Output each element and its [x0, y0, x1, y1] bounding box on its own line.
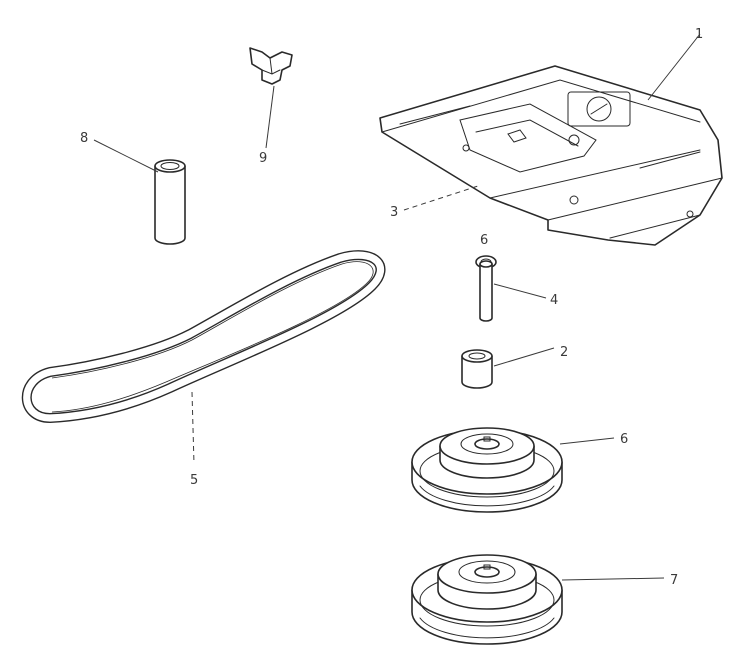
callout-5: 5: [190, 473, 198, 488]
part-5-v-belt: [21, 250, 386, 423]
callout-6-pulley: 6: [620, 432, 628, 447]
callout-4: 4: [550, 293, 558, 308]
callout-6-clip: 6: [480, 233, 488, 248]
part-6-pulley: [411, 427, 563, 513]
part-7-pulley: [411, 554, 563, 645]
callout-8: 8: [80, 131, 88, 146]
part-1-cover-plate: [379, 65, 723, 246]
callout-3: 3: [390, 205, 398, 220]
callout-7: 7: [670, 573, 678, 588]
part-2-bushing: [461, 349, 493, 389]
callout-1: 1: [695, 27, 703, 42]
part-9-wing-knob: [249, 47, 293, 85]
part-4-pin: [479, 260, 493, 322]
callout-9: 9: [259, 151, 267, 166]
callout-2: 2: [560, 345, 568, 360]
part-8-spacer-tube: [154, 159, 186, 245]
